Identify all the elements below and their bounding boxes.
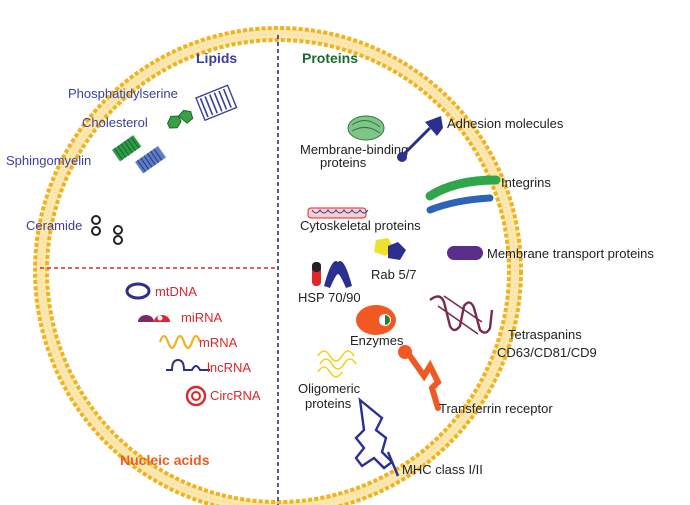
cytoskeletal-proteins-label: Cytoskeletal proteins (300, 218, 421, 233)
membrane-transport-protein-icon (447, 246, 483, 260)
lncrna-icon (166, 358, 210, 371)
circrna-label: CircRNA (210, 388, 261, 403)
hsp-label: HSP 70/90 (298, 290, 361, 305)
membrane-binding-protein-icon (347, 115, 385, 141)
enzyme-icon (356, 305, 396, 335)
adhesion-molecules-label: Adhesion molecules (447, 116, 564, 131)
oligomeric-label-2: proteins (305, 396, 352, 411)
transferrin-receptor-label: Transferrin receptor (439, 401, 553, 416)
tetraspanin-icon (429, 295, 494, 335)
tetraspanins-label-1: Tetraspanins (508, 327, 582, 342)
ceramide-label: Ceramide (26, 218, 82, 233)
proteins-header: Proteins (302, 50, 358, 66)
phosphatidylserine-label: Phosphatidylserine (68, 86, 178, 101)
cholesterol-label: Cholesterol (82, 115, 148, 130)
sphingomyelin-icon (112, 135, 142, 162)
membrane-bilayer (33, 26, 523, 505)
integrins-label: Integrins (501, 175, 551, 190)
mrna-icon (158, 334, 202, 350)
oligomeric-label-1: Oligomeric (298, 381, 361, 396)
nucleic-acids-header: Nucleic acids (120, 452, 210, 468)
mirna-icon (138, 315, 170, 322)
hsp-icon (312, 261, 352, 288)
mtdna-label: mtDNA (155, 284, 197, 299)
cholesterol-icon (166, 109, 194, 129)
lipids-header: Lipids (196, 50, 237, 66)
membrane-binding-label-2: proteins (320, 155, 367, 170)
adhesion-molecule-icon (397, 116, 443, 162)
mtdna-icon (125, 282, 151, 300)
sphingomyelin-label: Sphingomyelin (6, 153, 91, 168)
cytoskeletal-protein-icon (307, 207, 369, 219)
enzymes-label: Enzymes (350, 333, 404, 348)
transferrin-receptor-icon (398, 345, 442, 411)
membrane-binding-label-1: Membrane-binding (300, 142, 408, 157)
tetraspanins-label-2: CD63/CD81/CD9 (497, 345, 597, 360)
membrane-transport-label: Membrane transport proteins (487, 246, 654, 261)
mirna-label: miRNA (181, 310, 222, 325)
rab-icon (374, 238, 406, 260)
phosphatidylserine-icon (195, 84, 238, 122)
mhc-icon (354, 397, 400, 477)
lipid-raft-icon (135, 145, 166, 174)
oligomeric-protein-icon (317, 350, 357, 378)
circrna-icon (185, 385, 207, 407)
lncrna-label: lncRNA (207, 360, 251, 375)
ceramide-icon (91, 215, 123, 245)
rab-label: Rab 5/7 (371, 267, 417, 282)
mrna-label: mRNA (199, 335, 238, 350)
mhc-label: MHC class I/II (402, 462, 483, 477)
integrin-icon (425, 175, 501, 214)
